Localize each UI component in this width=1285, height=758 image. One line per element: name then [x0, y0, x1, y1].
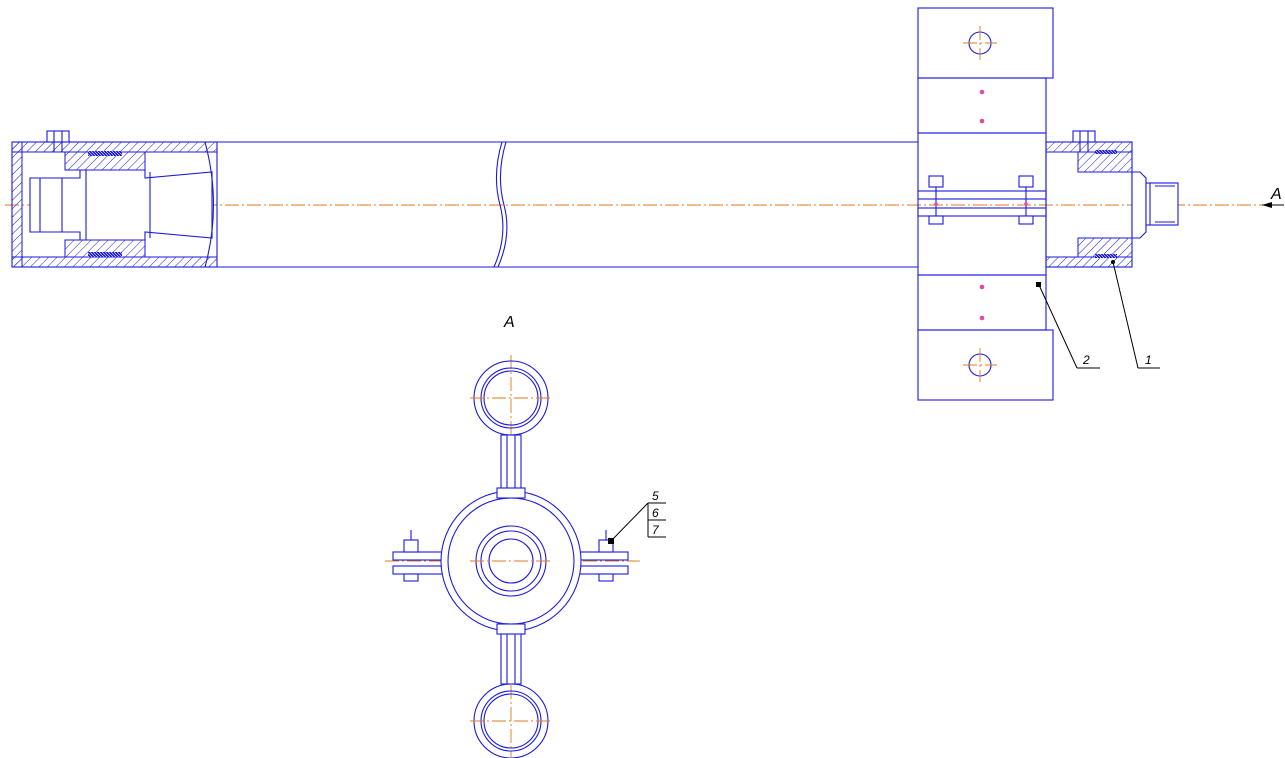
callout-1-label: 1 — [1145, 353, 1152, 367]
callout-2: 2 — [1036, 282, 1100, 369]
callout-2-label: 2 — [1082, 353, 1090, 367]
main-tube — [205, 141, 918, 268]
section-arrow-label: A — [1270, 186, 1282, 203]
clamp-block — [917, 7, 1054, 401]
main-assembly-view: A 1 2 — [5, 7, 1284, 401]
view-a-label: A — [503, 314, 515, 331]
callout-5-6-7: 5 6 7 — [608, 489, 666, 544]
right-end-cap — [1045, 130, 1179, 268]
view-a: A — [385, 314, 666, 758]
callout-5-label: 5 — [652, 489, 659, 503]
left-housing — [11, 130, 218, 268]
callout-7-label: 7 — [652, 523, 660, 537]
section-arrow: A — [1262, 186, 1284, 208]
callout-1: 1 — [1111, 260, 1160, 369]
callout-6-label: 6 — [652, 506, 659, 520]
